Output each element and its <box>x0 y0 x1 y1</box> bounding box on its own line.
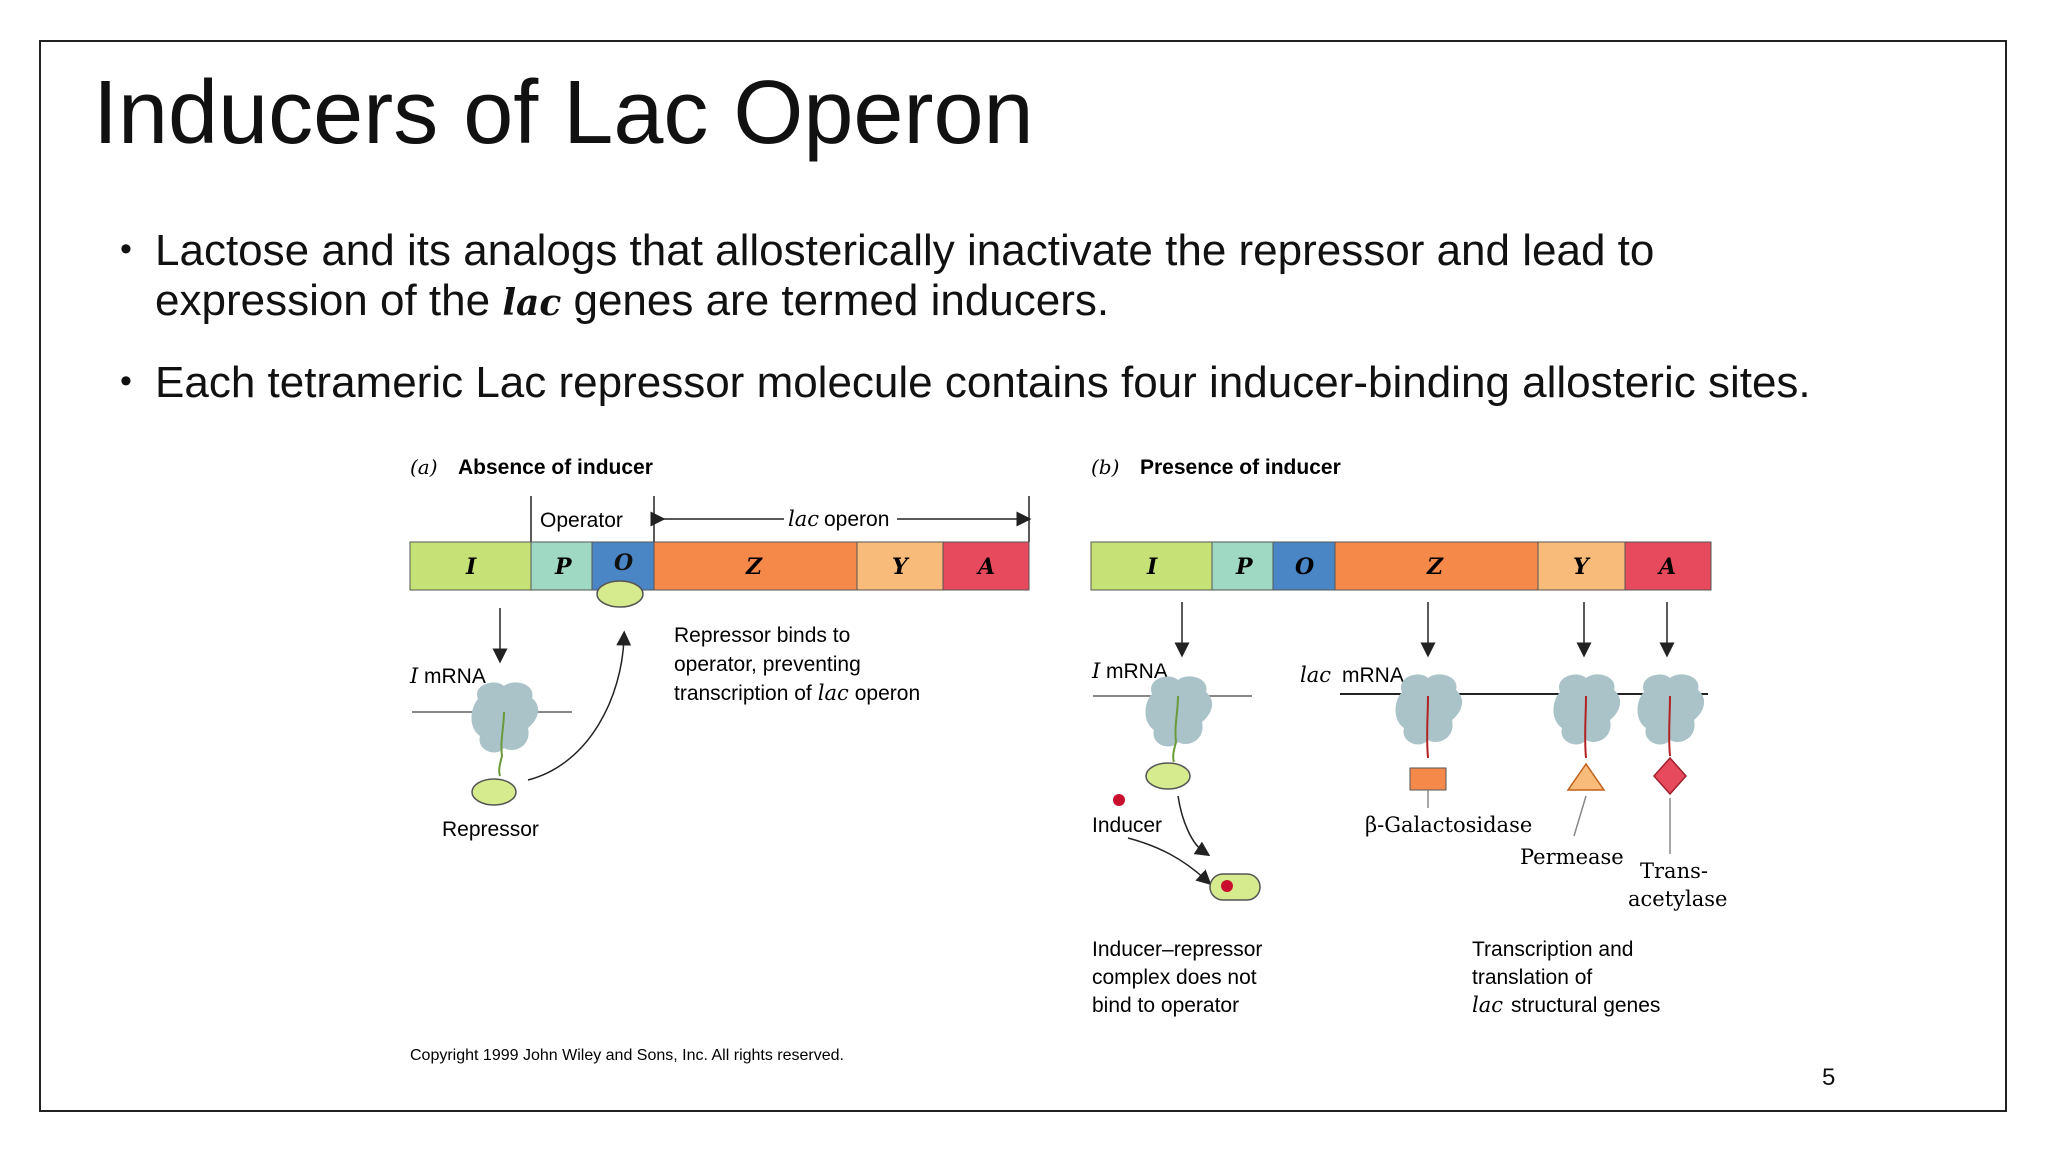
copyright-text: Copyright 1999 John Wiley and Sons, Inc.… <box>410 1047 844 1064</box>
panel-b-letter: (b) <box>1091 455 1119 479</box>
panel-a: (a) Absence of inducer Operator lac oper… <box>409 455 1032 841</box>
bound-repressor-shape <box>596 580 644 608</box>
complex-note-line-3: bind to operator <box>1092 994 1239 1017</box>
repressor-binding-arrow <box>527 630 632 781</box>
inducer-label: Inducer <box>1092 814 1162 837</box>
gene-a-label: A <box>1657 554 1676 580</box>
complex-note-line-2: complex does not <box>1092 966 1257 989</box>
gene-i-box <box>1090 541 1213 591</box>
ribosome-icon <box>471 682 539 753</box>
repressor-note-line-2: operator, preventing <box>674 653 861 676</box>
ribosome-icon <box>1145 676 1213 747</box>
complex-note-line-1: Inducer–repressor <box>1092 938 1262 961</box>
lac-operon-figure: (a) Absence of inducer Operator lac oper… <box>409 455 1727 1064</box>
bound-inducer <box>1221 880 1233 892</box>
i-mrna-italic: I <box>409 664 419 688</box>
gene-z-box <box>1334 541 1539 591</box>
gene-z-label: Z <box>745 554 763 580</box>
ribosome-icon <box>1395 674 1463 745</box>
gene-bar-a: I P O Z Y A <box>409 541 1030 591</box>
transacetylase-label-2: acetylase <box>1628 887 1727 911</box>
gene-z-label: Z <box>1426 554 1444 580</box>
gene-a-label: A <box>976 554 995 580</box>
operator-label: Operator <box>540 509 623 532</box>
gene-p-label: P <box>1235 554 1254 580</box>
permease-shape <box>1566 762 1606 791</box>
bullet-text: Each tetrameric Lac repressor molecule c… <box>155 358 1811 407</box>
gene-y-label: Y <box>892 554 910 580</box>
gene-bar-b: I P O Z Y A <box>1090 541 1712 591</box>
i-mrna-label: mRNA <box>424 665 486 688</box>
panel-a-heading: Absence of inducer <box>458 456 653 479</box>
nascent-polypeptide <box>1172 695 1179 763</box>
repressor-to-complex-arrow <box>1177 795 1211 857</box>
bullet-dot-icon: • <box>120 362 132 400</box>
operon-label: operon <box>824 508 889 531</box>
transacetylase-label-1: Trans- <box>1640 859 1708 883</box>
repressor-note-line-1: Repressor binds to <box>674 624 850 647</box>
ribosome-icon <box>1553 674 1621 745</box>
panel-b: (b) Presence of inducer I P O Z Y A I mR… <box>1090 455 1727 1017</box>
gene-z-box <box>653 541 858 591</box>
ribosome-icon <box>1637 674 1705 745</box>
gene-y-box <box>1537 541 1626 591</box>
inducer-to-complex-arrow <box>1127 837 1212 886</box>
transacetylase-shape <box>1652 756 1688 796</box>
nascent-polypeptide <box>1426 695 1429 759</box>
inducer-molecule <box>1113 794 1125 806</box>
i-mrna-label: mRNA <box>1106 660 1168 683</box>
galactosidase-label: β-Galactosidase <box>1365 813 1532 837</box>
repressor-label: Repressor <box>442 818 539 841</box>
gene-o-label: O <box>1295 554 1314 580</box>
slide-title: Inducers of Lac Operon <box>93 63 1034 163</box>
bullet-item: • Each tetrameric Lac repressor molecule… <box>120 358 1840 408</box>
repressor-shape <box>471 778 517 806</box>
bullet-text-after: genes are termed inducers. <box>561 276 1110 325</box>
permease-label: Permease <box>1520 845 1624 869</box>
i-mrna-italic: I <box>1091 659 1101 683</box>
gene-i-label: I <box>465 554 477 580</box>
nascent-polypeptide <box>498 711 505 777</box>
transcription-note-line-1: Transcription and <box>1472 938 1633 961</box>
lac-mrna-italic: lac <box>1300 663 1331 687</box>
bullet-text-before: Lactose and its analogs that allosterica… <box>155 226 1655 325</box>
panel-a-letter: (a) <box>410 455 438 479</box>
bullet-list: • Lactose and its analogs that allosteri… <box>120 226 1840 438</box>
gene-p-label: P <box>554 554 573 580</box>
bullet-lac-italic: lac <box>502 282 562 324</box>
transcription-note-line-2: translation of <box>1472 966 1592 989</box>
gene-i-box <box>409 541 532 591</box>
beta-galactosidase-shape <box>1409 767 1447 791</box>
permease-pointer <box>1573 795 1587 837</box>
nascent-polypeptide <box>1584 695 1587 759</box>
inducer-repressor-complex <box>1209 873 1261 901</box>
gene-a-box <box>942 541 1030 591</box>
lac-mrna-label: mRNA <box>1342 664 1404 687</box>
gene-y-label: Y <box>1573 554 1591 580</box>
bullet-item: • Lactose and its analogs that allosteri… <box>120 226 1840 328</box>
gene-y-box <box>856 541 944 591</box>
gene-o-box <box>1272 541 1336 591</box>
gene-a-box <box>1624 541 1712 591</box>
gene-o-label: O <box>614 550 633 576</box>
bullet-dot-icon: • <box>120 230 132 268</box>
gene-i-label: I <box>1146 554 1158 580</box>
page-number: 5 <box>1822 1064 1836 1091</box>
nascent-polypeptide <box>1668 695 1671 757</box>
operon-lac-italic: lac <box>788 507 819 531</box>
panel-b-heading: Presence of inducer <box>1140 456 1341 479</box>
free-repressor-shape <box>1145 762 1191 790</box>
